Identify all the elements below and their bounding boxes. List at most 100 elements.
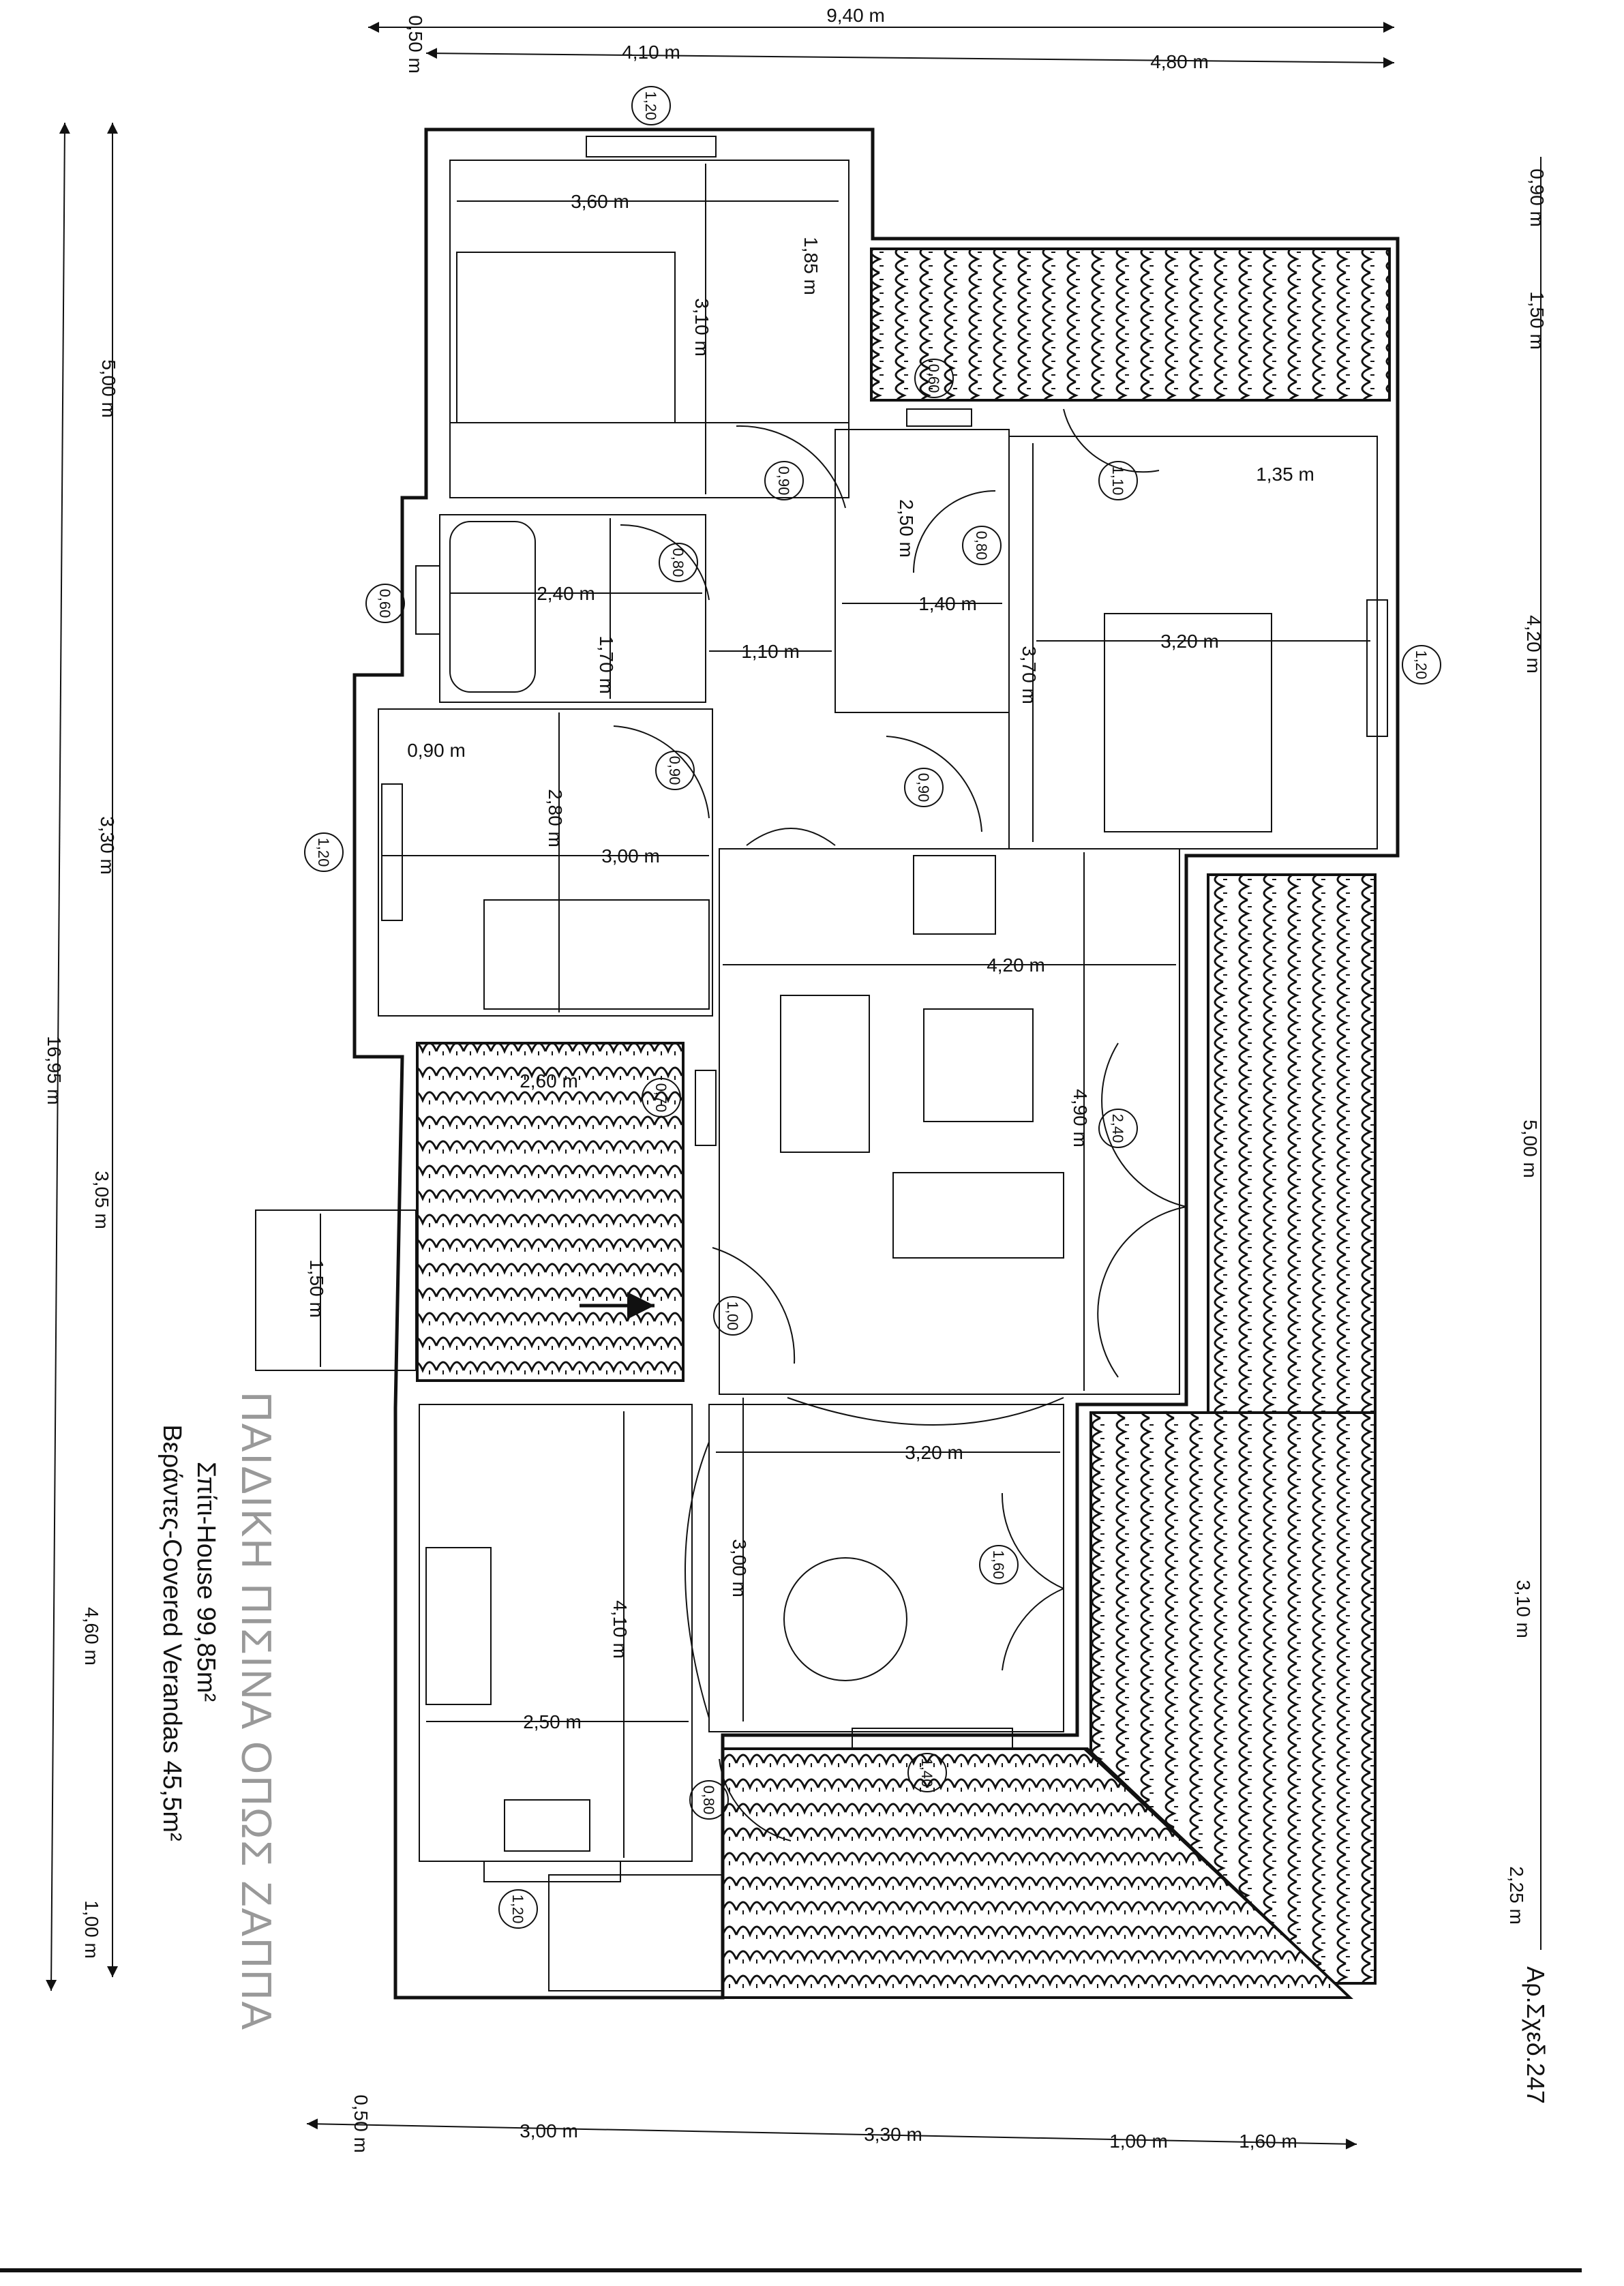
label-d-entry: 1,00 [724,1302,741,1331]
dim-line-bottom [306,2118,1357,2150]
label-d-bed3: 0,90 [666,756,683,785]
interior-wall [449,160,849,423]
dim-living-w: 4,20 m [987,954,1045,976]
dim-hall-w: 1,10 m [741,641,800,662]
dim-shower-w: 1,40 m [918,593,977,614]
label-w-bed1-top: 1,20 [642,91,659,121]
dim-right-2-25: 2,25 m [1506,1866,1527,1925]
label-w-bath: 0,60 [376,589,393,618]
label-d-bed1: 0,90 [775,466,792,496]
dim-wardrobe3: 0,90 m [407,740,466,761]
window-kitchen [483,1861,621,1882]
window-bath [415,565,440,635]
dim-bed1-h: 3,10 m [691,298,712,357]
living-room [719,848,1180,1395]
window-bed3 [381,783,403,921]
door-entry [712,1247,796,1364]
arch-top [746,828,836,846]
label-d-kitchen: 0,80 [700,1786,717,1815]
dim-wardrobe2: 1,35 m [1256,464,1314,485]
dim-left-4-60: 4,60 m [81,1607,102,1666]
house-area: Σπίτι-House 99,85m² [192,1462,220,1702]
label-d-bath: 0,80 [670,548,687,577]
bed-1 [456,252,676,423]
bathtub [449,521,536,693]
door-kitchen [719,1758,792,1841]
dim-veranda-w: 2,60 m [520,1070,578,1092]
dim-top-right: 4,80 m [1150,51,1209,72]
door-wc [913,490,996,573]
arch-bottom [787,1397,1064,1426]
dim-bottom-1-00: 1,00 m [1109,2131,1168,2152]
veranda-area: Βεράντες-Covered Verandas 45,5m² [157,1424,186,1841]
dim-kitchen-w: 2,50 m [523,1711,582,1732]
drawing-reference: Αρ.Σχεδ.247 [1522,1966,1550,2104]
coffee-table [923,1008,1034,1122]
dim-right-4-20: 4,20 m [1523,615,1544,674]
wc-shower [834,429,1010,713]
label-w-living: 0,70 [652,1083,670,1113]
roof-hip-line [1083,1747,1351,1999]
dim-bed1-w: 3,60 m [571,191,629,212]
door-bed2-top [1063,408,1160,473]
dim-step-w: 1,50 m [306,1259,327,1318]
bedroom-2 [1008,436,1378,849]
dim-wc-h: 2,50 m [896,499,917,558]
bedroom-1 [449,160,849,498]
dim-bed3-h: 2,80 m [545,789,566,847]
dim-bottom-3-30: 3,30 m [864,2124,922,2145]
tiled-roof-right [1207,873,1377,1426]
dim-top-left: 4,10 m [622,42,680,63]
dim-living-h: 4,90 m [1070,1089,1091,1147]
dim-bottom-offset: 0,50 m [350,2094,372,2153]
dining-table [783,1557,907,1681]
window-bed2 [1366,599,1388,737]
label-d-wc: 0,80 [973,531,990,560]
label-d-bed2-top: 1,10 [1109,466,1126,496]
dim-dining-w: 3,20 m [905,1442,963,1463]
label-w-bed2: 1,20 [1413,650,1430,680]
dim-bed2-h: 3,70 m [1019,646,1040,704]
window-living [695,1070,717,1146]
door-bath [620,524,710,601]
bedroom-3 [378,708,713,1017]
dim-bath-w: 2,40 m [537,583,595,604]
fireplace [913,855,996,935]
plan-title: ΠΑΙΔΙΚΗ ΠΙΣΙΝΑ ΟΠΩΣ ΖΑΠΠΑ [232,1392,280,2031]
tiled-roof-top-right [870,247,1391,402]
window-wc [906,408,972,427]
door-dining [1001,1492,1064,1671]
tiled-veranda-entry [416,1042,685,1382]
dim-left-total: 16,95 m [44,1036,65,1104]
kitchen-sink [504,1799,590,1852]
front-steps [255,1209,417,1371]
door-bed1 [736,425,846,509]
dim-left-5-00: 5,00 m [98,359,119,418]
sofa-1 [780,995,870,1153]
dim-left-3-30: 3,30 m [97,816,118,875]
dim-bottom-1-60: 1,60 m [1239,2131,1297,2152]
back-steps [548,1874,723,1991]
dim-right-1-50: 1,50 m [1527,291,1548,350]
bed-3 [483,899,710,1010]
label-w-dining: 1,40 [918,1758,935,1788]
dim-kitchen-h: 4,10 m [610,1600,631,1659]
dining-room [708,1404,1064,1732]
dim-left-3-05: 3,05 m [91,1171,112,1229]
dim-left-1-00: 1,00 m [81,1900,102,1959]
label-d-dining: 1,60 [990,1550,1007,1580]
opening-labels: 1,20 0,60 0,90 0,80 0,60 0,80 1,10 1,20 … [304,86,1441,1929]
door-living-right [1097,1042,1187,1378]
dim-bottom-3-00: 3,00 m [520,2120,578,2141]
dim-overall-width: 9,40 m [826,5,885,26]
label-w-bed3: 1,20 [315,838,332,867]
dim-right-5-00: 5,00 m [1520,1119,1541,1178]
dim-bed2-w: 3,20 m [1160,631,1219,652]
dim-wardrobe1: 1,85 m [800,237,822,295]
dim-right-0-90: 0,90 m [1527,168,1548,227]
dim-dining-h: 3,00 m [729,1539,750,1597]
dim-line-top-2 [425,48,1395,68]
dim-bed3-w: 3,00 m [601,845,660,867]
window-dining [852,1728,1013,1749]
